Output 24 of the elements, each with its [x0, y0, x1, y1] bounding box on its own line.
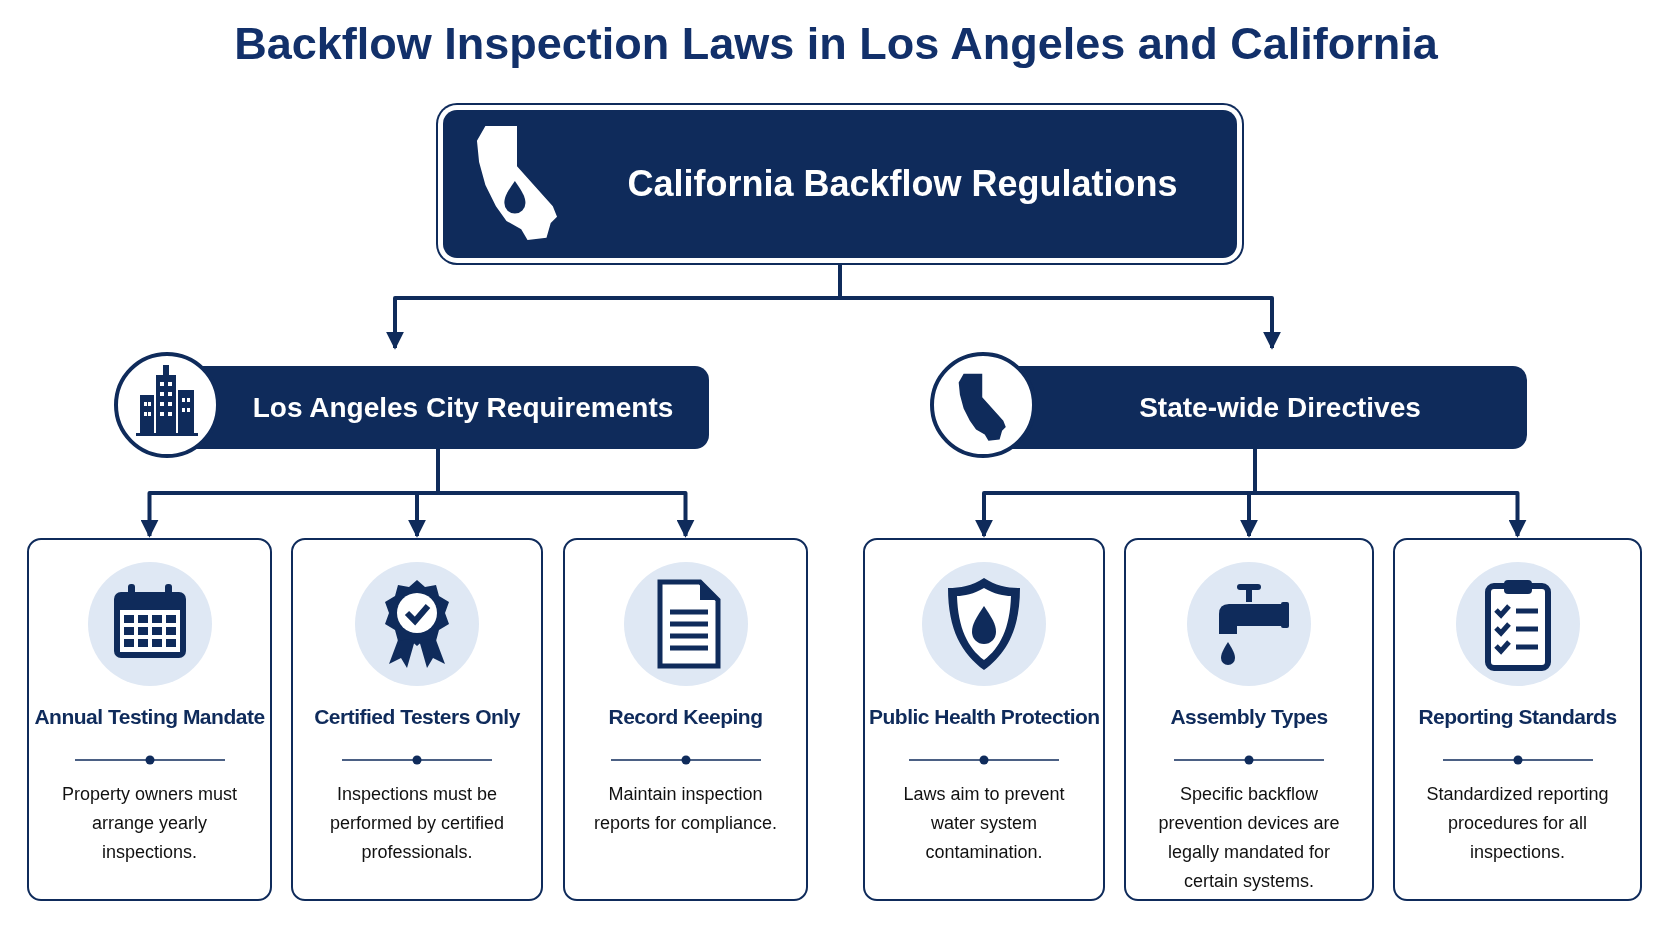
info-card: [27, 538, 272, 901]
arrow: [1253, 449, 1527, 538]
card-heading: Reporting Standards: [1417, 705, 1618, 729]
info-card: [563, 538, 808, 901]
arrow: [838, 265, 1281, 350]
card-heading: Annual Testing Mandate: [33, 705, 266, 729]
page-title: Backflow Inspection Laws in Los Angeles and California: [234, 18, 1438, 70]
card-heading: Public Health Protection: [869, 705, 1099, 729]
card-description: Inspections must be performed by certified professionals.: [328, 783, 506, 864]
banner-title: California Backflow Regulations: [626, 163, 1179, 205]
card-description: Maintain inspection reports for compliance.: [592, 783, 779, 835]
info-card: [863, 538, 1105, 901]
info-card: [291, 538, 543, 901]
card-description: Laws aim to prevent water system contamination.: [902, 783, 1066, 864]
card-description: Standardized reporting procedures for all inspections.: [1425, 783, 1610, 864]
info-card: [1124, 538, 1374, 901]
section-title: State-wide Directives: [1138, 390, 1422, 425]
card-description: Specific backflow prevention devices are legally mandated for certain systems.: [1157, 783, 1341, 893]
info-card: [1393, 538, 1642, 901]
card-description: Property owners must arrange yearly inspections.: [60, 783, 239, 864]
section-title: Los Angeles City Requirements: [251, 390, 675, 425]
card-heading: Assembly Types: [1169, 705, 1329, 729]
card-heading: Certified Testers Only: [313, 705, 521, 729]
card-heading: Record Keeping: [607, 705, 764, 729]
